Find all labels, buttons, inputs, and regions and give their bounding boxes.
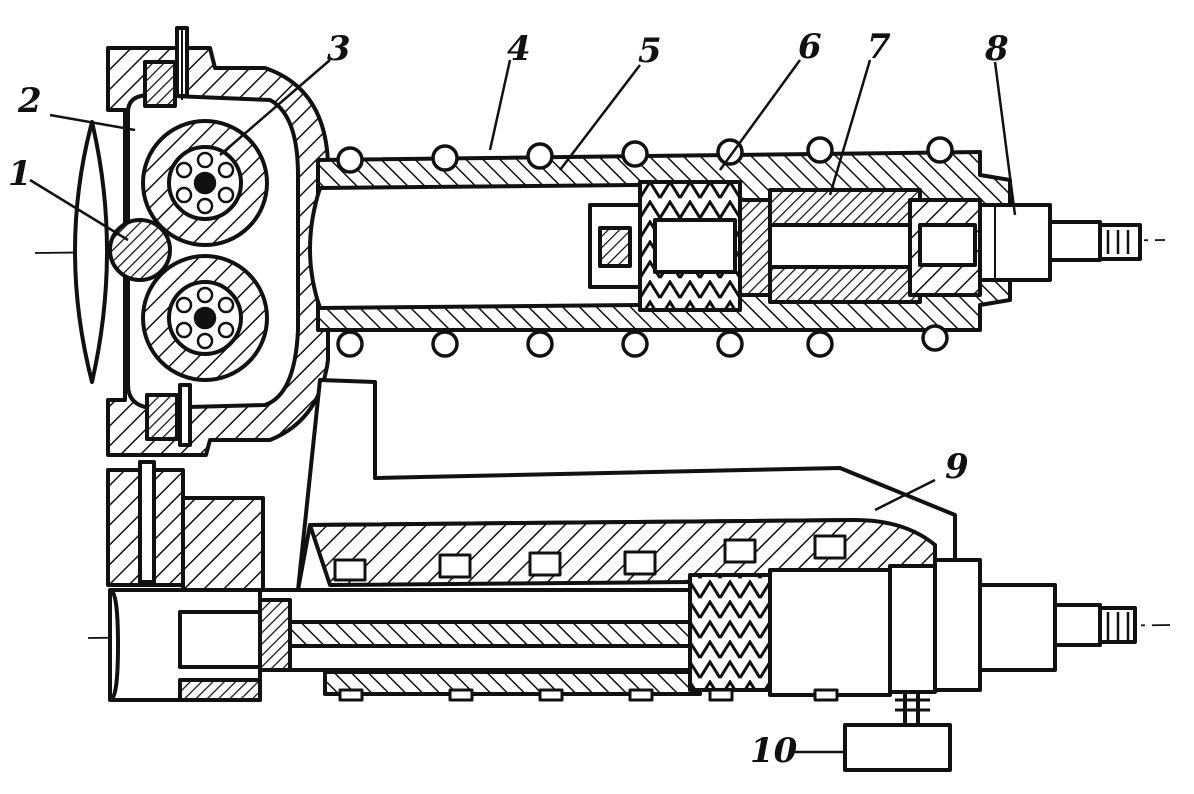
callout-9: 9 xyxy=(945,447,969,487)
top-assembly xyxy=(34,26,1166,457)
callout-2: 2 xyxy=(17,81,42,121)
output-shaft xyxy=(978,203,1052,282)
callout-5: 5 xyxy=(638,31,662,71)
pinion xyxy=(108,218,172,282)
leader-lines xyxy=(29,59,1017,754)
callout-10: 10 xyxy=(750,731,798,771)
rollers-bottom xyxy=(336,324,949,358)
callout-1: 1 xyxy=(8,154,32,194)
callout-4: 4 xyxy=(507,29,531,69)
clutch-drum xyxy=(688,573,772,692)
rollers-top xyxy=(336,136,954,174)
callout-6: 6 xyxy=(798,27,822,67)
callout-8: 8 xyxy=(984,29,1009,69)
bottom-assembly xyxy=(87,378,1171,772)
callout-labels: 1 2 3 4 5 6 7 8 9 10 xyxy=(8,27,1009,771)
sensor-box xyxy=(843,723,952,772)
cover-disk xyxy=(73,120,109,384)
callout-3: 3 xyxy=(327,29,351,69)
inner-shaft xyxy=(768,223,912,269)
callout-7: 7 xyxy=(867,27,891,67)
